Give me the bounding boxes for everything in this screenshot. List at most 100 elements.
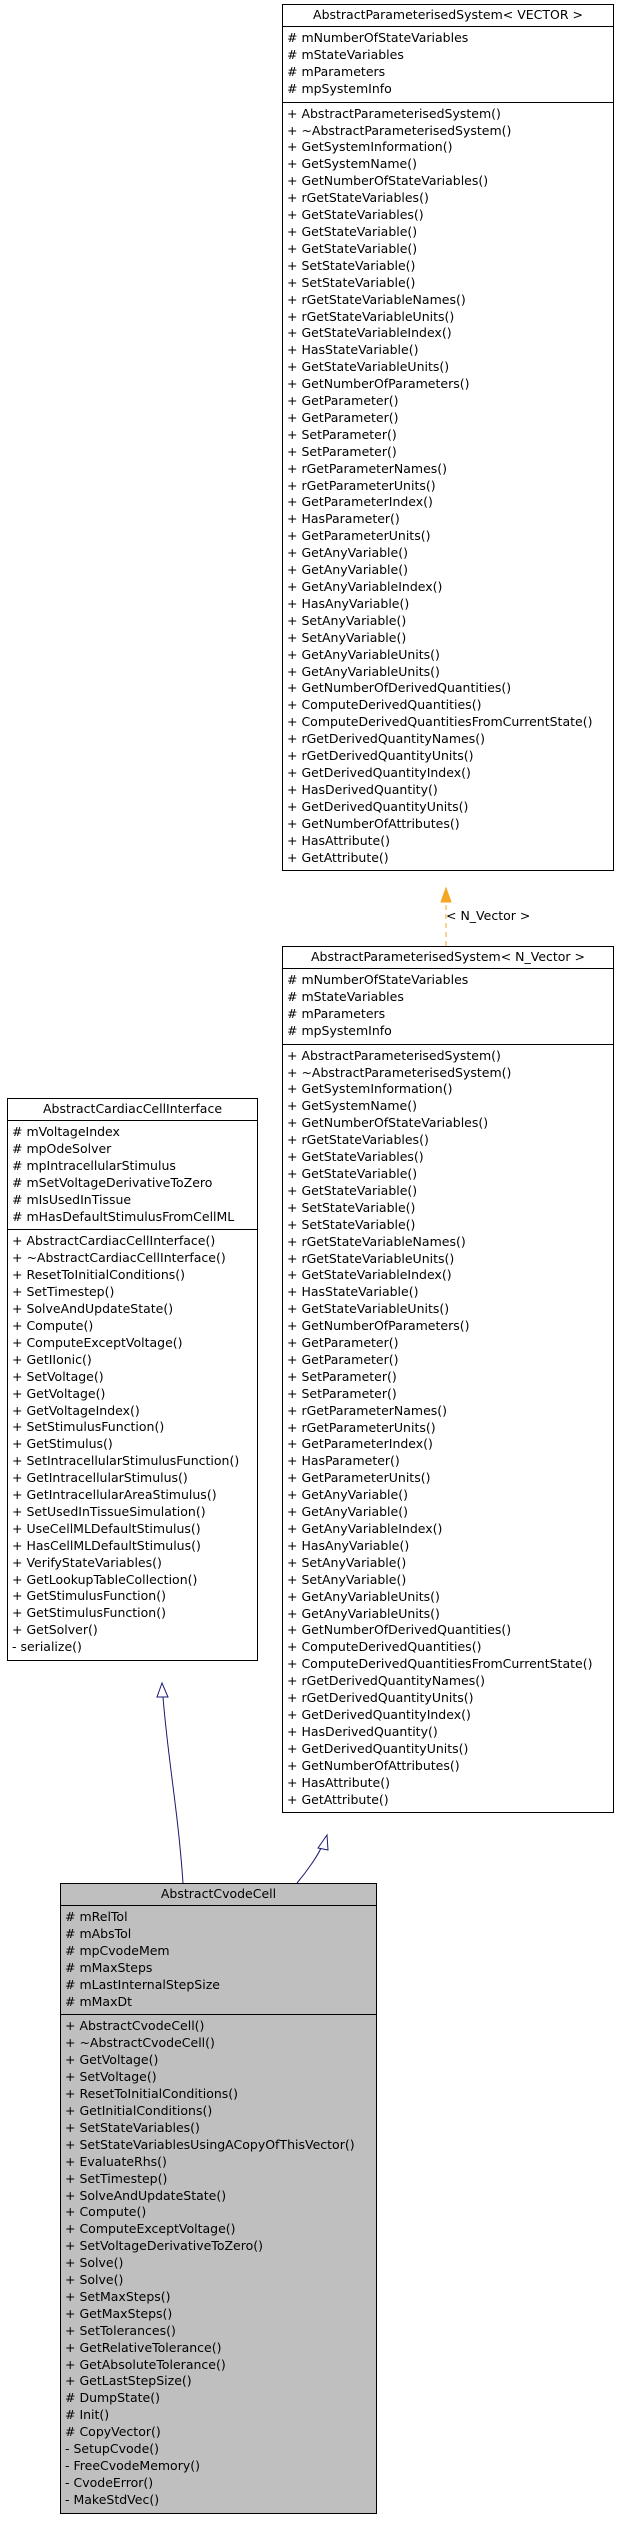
method-entry: + HasStateVariable() (287, 342, 419, 358)
method-entry: + GetParameterUnits() (287, 1470, 431, 1486)
class-box-abstract-parameterised-system-vector[interactable]: AbstractParameterisedSystem< VECTOR > # … (282, 4, 614, 872)
method-entry: + GetIntracellularStimulus() (12, 1470, 188, 1486)
method-entry: + GetSolver() (12, 1622, 98, 1638)
method-entry: + GetStateVariable() (287, 240, 418, 256)
method-entry: + SetTolerances() (65, 2322, 176, 2338)
class-title: AbstractCardiacCellInterface (42, 1101, 223, 1116)
method-entry: + rGetDerivedQuantityNames() (287, 1673, 485, 1689)
method-entry: + GetDerivedQuantityIndex() (287, 764, 471, 780)
method-entry: + GetAnyVariableIndex() (287, 579, 443, 594)
attribute-entry: # mpOdeSolver (12, 1140, 112, 1156)
method-entry: + GetStateVariables() (287, 1149, 424, 1165)
method-entry: + GetStateVariableIndex() (287, 325, 452, 341)
inherit-arrow-cardiac (156, 1681, 169, 1698)
class-title: AbstractParameterisedSystem< N_Vector > (310, 949, 586, 964)
class-box-abstract-cvode-cell[interactable]: AbstractCvodeCell # mRelTol# mAbsTol# mp… (60, 1883, 377, 2514)
method-entry: + GetStateVariables() (287, 207, 424, 223)
method-entry: + GetDerivedQuantityIndex() (287, 1706, 471, 1722)
method-entry: + GetAnyVariable() (287, 545, 408, 561)
attribute-entry: # mMaxDt (65, 1993, 132, 2009)
method-entry: + SetStateVariablesUsingACopyOfThisVecto… (65, 2136, 355, 2152)
attribute-entry: # mpSystemInfo (287, 1022, 392, 1038)
method-entry: + Compute() (12, 1317, 94, 1333)
method-entry: + GetParameterIndex() (287, 494, 433, 510)
class-title: AbstractCvodeCell (160, 1886, 277, 1901)
method-entry: + GetParameterIndex() (287, 1436, 433, 1452)
method-entry: + GetAnyVariableIndex() (287, 1521, 443, 1536)
method-entry: + GetNumberOfStateVariables() (287, 173, 489, 189)
method-entry: + HasStateVariable() (287, 1284, 419, 1300)
method-entry: + GetSystemInformation() (287, 1081, 453, 1097)
method-entry: + ResetToInitialConditions() (12, 1267, 186, 1283)
method-entry: + GetRelativeTolerance() (65, 2339, 222, 2355)
method-entry: + SetAnyVariable() (287, 1554, 407, 1570)
method-entry: + ComputeExceptVoltage() (12, 1334, 183, 1350)
inherit-edge-cardiac (162, 1696, 184, 1884)
method-entry: + HasAttribute() (287, 1774, 390, 1790)
method-entry: + GetIIonic() (12, 1351, 92, 1367)
method-entry: + GetParameter() (287, 409, 399, 425)
methods-section: + AbstractCvodeCell()+ ~AbstractCvodeCel… (61, 2014, 376, 2512)
method-entry: + VerifyStateVariables() (12, 1554, 162, 1570)
method-entry: + HasCellMLDefaultStimulus() (12, 1537, 201, 1553)
attribute-entry: # mIsUsedInTissue (12, 1191, 132, 1207)
method-entry: + rGetDerivedQuantityUnits() (287, 1690, 474, 1706)
attribute-entry: # mParameters (287, 63, 386, 79)
method-entry: + SetParameter() (287, 1368, 397, 1384)
method-entry: - CvodeError() (65, 2474, 154, 2490)
method-entry: + GetNumberOfAttributes() (287, 1757, 460, 1773)
attribute-entry: # mStateVariables (287, 988, 404, 1004)
method-entry: + AbstractCardiacCellInterface() (12, 1233, 216, 1249)
method-entry: + rGetParameterUnits() (287, 1419, 436, 1435)
method-entry: + rGetParameterNames() (287, 1402, 448, 1418)
class-box-abstract-cardiac-cell-interface[interactable]: AbstractCardiacCellInterface # mVoltageI… (7, 1098, 258, 1662)
attributes-section: # mNumberOfStateVariables# mStateVariabl… (283, 968, 613, 1044)
method-entry: + GetLastStepSize() (65, 2373, 192, 2389)
method-entry: + GetAbsoluteTolerance() (65, 2356, 226, 2372)
class-box-abstract-parameterised-system-nvector[interactable]: AbstractParameterisedSystem< N_Vector > … (282, 946, 614, 1814)
attribute-entry: # mpIntracellularStimulus (12, 1157, 176, 1173)
attribute-entry: # mVoltageIndex (12, 1124, 120, 1139)
method-entry: + GetNumberOfParameters() (287, 1318, 470, 1334)
method-entry: + SetParameter() (287, 443, 397, 459)
method-entry: + rGetStateVariables() (287, 1132, 429, 1148)
attribute-entry: # mSetVoltageDerivativeToZero (12, 1174, 213, 1190)
method-entry: + GetVoltage() (65, 2052, 159, 2068)
method-entry: - MakeStdVec() (65, 2491, 160, 2507)
method-entry: # Init() (65, 2407, 110, 2423)
method-entry: + Compute() (65, 2204, 147, 2220)
method-entry: + SetStateVariables() (65, 2119, 200, 2135)
method-entry: + SetStateVariable() (287, 1199, 416, 1215)
method-entry: + GetDerivedQuantityUnits() (287, 798, 469, 814)
method-entry: + GetNumberOfAttributes() (287, 815, 460, 831)
method-entry: + GetStateVariable() (287, 1165, 418, 1181)
method-entry: + GetStateVariableIndex() (287, 1267, 452, 1283)
method-entry: + SetStateVariable() (287, 1216, 416, 1232)
method-entry: + SetParameter() (287, 426, 397, 442)
method-entry: + rGetStateVariables() (287, 190, 429, 206)
attribute-entry: # mpSystemInfo (287, 80, 392, 96)
method-entry: + SetStimulusFunction() (12, 1419, 165, 1435)
method-entry: + GetParameter() (287, 393, 399, 409)
inherit-arrow-nvector (317, 1833, 329, 1851)
attribute-entry: # mNumberOfStateVariables (287, 30, 469, 45)
method-entry: + SetVoltageDerivativeToZero() (65, 2238, 263, 2254)
method-entry: + HasAnyVariable() (287, 1537, 410, 1553)
method-entry: + rGetStateVariableUnits() (287, 1250, 455, 1266)
method-entry: + GetNumberOfStateVariables() (287, 1115, 489, 1131)
method-entry: + GetDerivedQuantityUnits() (287, 1740, 469, 1756)
method-entry: + SolveAndUpdateState() (65, 2187, 227, 2203)
attribute-entry: # mStateVariables (287, 46, 404, 62)
attribute-entry: # mHasDefaultStimulusFromCellML (12, 1208, 235, 1224)
method-entry: + AbstractParameterisedSystem() (287, 105, 501, 121)
method-entry: + GetSystemInformation() (287, 139, 453, 155)
method-entry: + GetStateVariable() (287, 1182, 418, 1198)
method-entry: + GetInitialConditions() (65, 2102, 213, 2118)
method-entry: + GetVoltage() (12, 1385, 106, 1401)
method-entry: + ComputeDerivedQuantitiesFromCurrentSta… (287, 1656, 593, 1672)
method-entry: + GetAnyVariableUnits() (287, 646, 440, 662)
method-entry: + SetParameter() (287, 1385, 397, 1401)
method-entry: + GetParameter() (287, 1351, 399, 1367)
method-entry: + GetNumberOfDerivedQuantities() (287, 1622, 512, 1638)
method-entry: + ~AbstractParameterisedSystem() (287, 1064, 512, 1080)
